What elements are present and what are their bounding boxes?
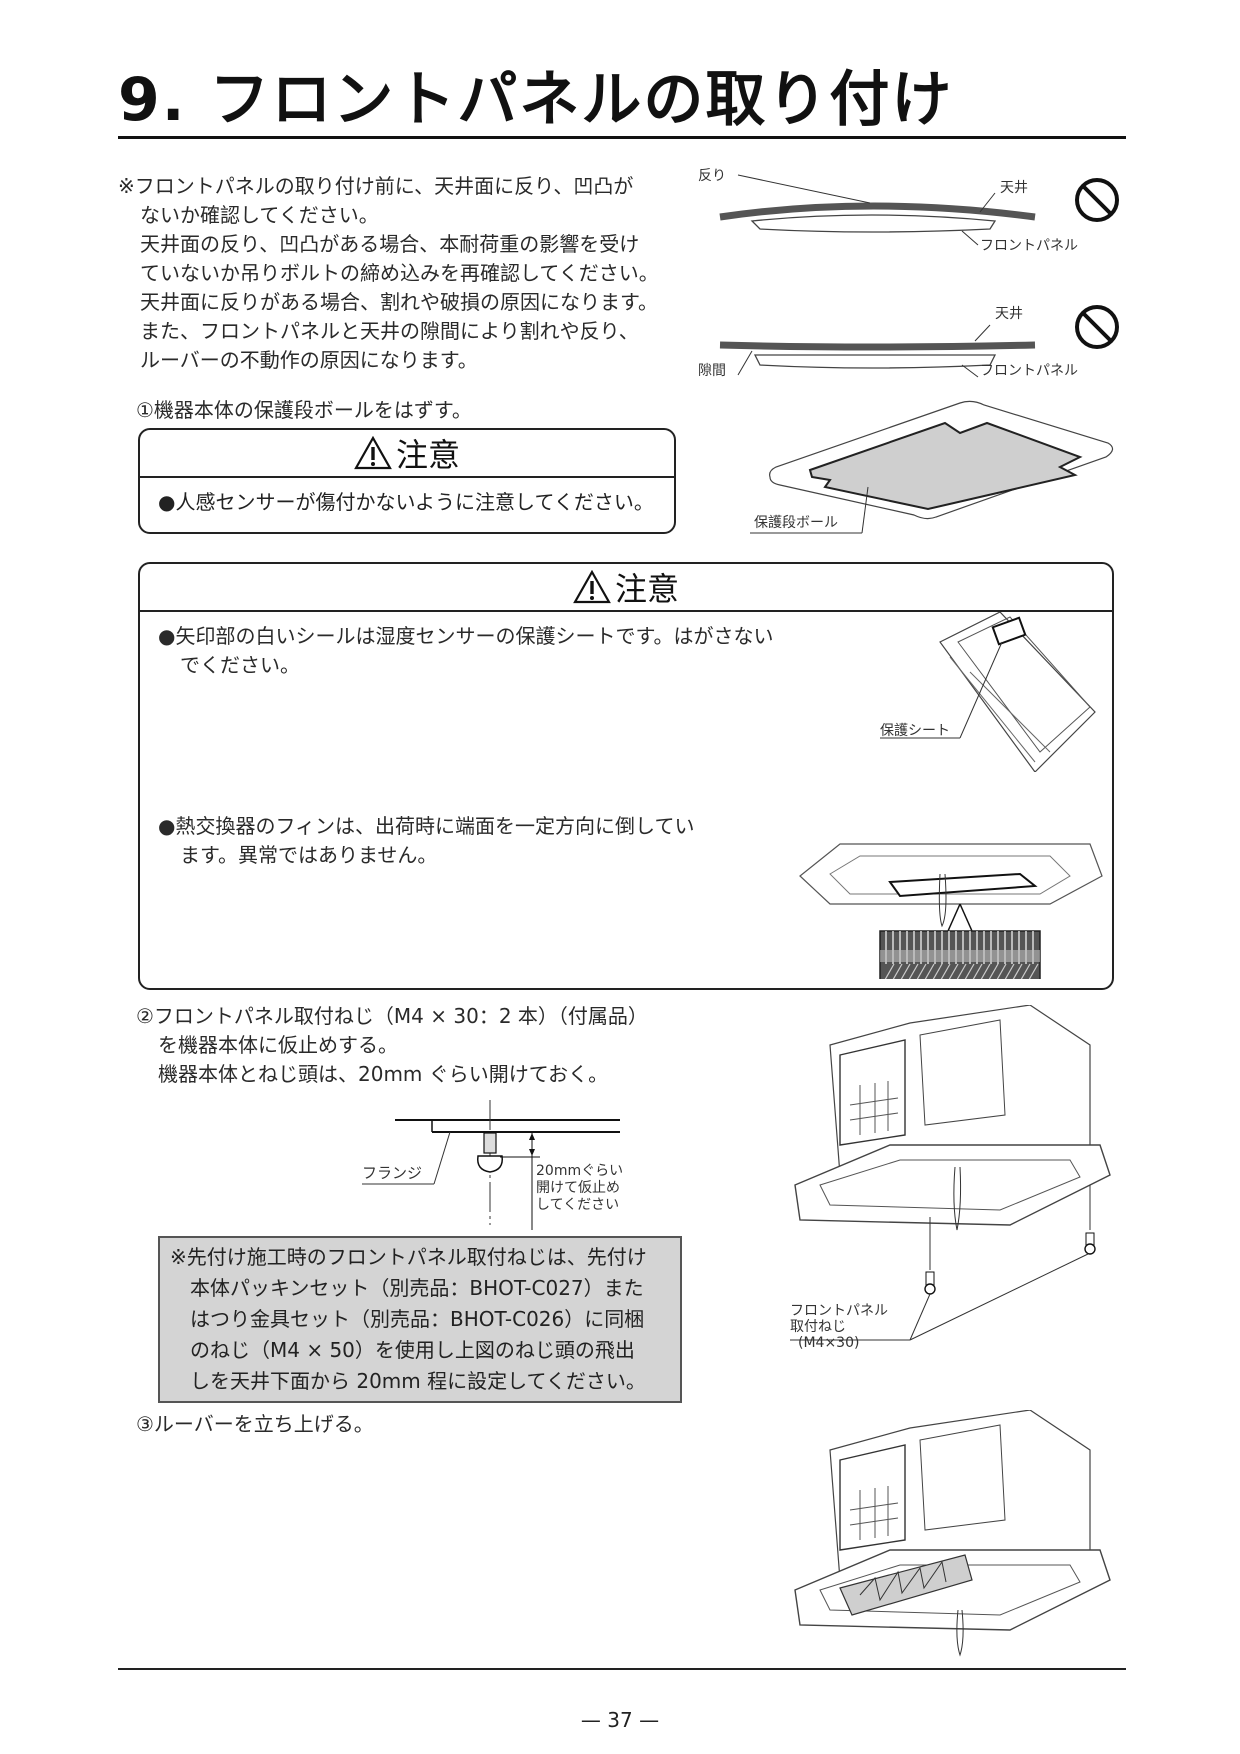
screw-gap-diagram: フランジ 20mmぐらい 開けて仮止め してください xyxy=(350,1100,650,1230)
caution-box-small: 注意 ●人感センサーが傷付かないように注意してください。 xyxy=(138,428,676,534)
caution-heading-text: 注意 xyxy=(395,436,460,474)
gap-line: 開けて仮止め xyxy=(536,1180,620,1196)
caution-line: ●熱交換器のフィンは、出荷時に端面を一定方向に倒してい xyxy=(158,814,695,838)
label-protective-cardboard: 保護段ボール xyxy=(754,515,838,531)
note-line: しを天井下面から 20mm 程に設定してください。 xyxy=(190,1369,646,1393)
caution-item-humidity-sensor: ●矢印部の白いシールは湿度センサーの保護シートです。はがさない でください。 xyxy=(158,622,773,680)
step-2-line: ②フロントパネル取付ねじ（M4 × 30：2 本）（付属品） xyxy=(136,1004,648,1028)
intro-line: ルーバーの不動作の原因になります。 xyxy=(140,348,478,372)
unit-with-screws-figure: フロントパネル 取付ねじ (M4×30) xyxy=(780,1004,1120,1351)
step-2-line: 機器本体とねじ頭は、20mm ぐらい開けておく。 xyxy=(158,1062,609,1086)
footer-divider xyxy=(118,1668,1126,1670)
label-protective-sheet: 保護シート xyxy=(880,723,950,739)
louver-raised-figure xyxy=(780,1409,1120,1660)
page-number: — 37 — xyxy=(580,1708,660,1732)
step-2-line: を機器本体に仮止めする。 xyxy=(158,1033,398,1057)
unit-screws-illustration xyxy=(790,1004,1111,1341)
caution-heading-text: 注意 xyxy=(614,570,679,608)
caution-heading: 注意 xyxy=(140,564,1112,612)
warning-triangle-icon xyxy=(354,436,392,470)
label-ceiling: 天井 xyxy=(1000,180,1028,196)
caution-item-heat-exchanger: ●熱交換器のフィンは、出荷時に端面を一定方向に倒してい ます。異常ではありません… xyxy=(158,812,694,870)
intro-line: ※フロントパネルの取り付け前に、天井面に反り、凹凸が xyxy=(118,174,634,198)
label-gap: 隙間 xyxy=(698,363,726,379)
ceiling-warp-illustration xyxy=(719,174,1119,378)
louver-illustration xyxy=(794,1409,1111,1657)
intro-paragraph: ※フロントパネルの取り付け前に、天井面に反り、凹凸が ないか確認してください。 … xyxy=(118,172,688,375)
prohibited-icon xyxy=(1075,178,1119,222)
intro-line: 天井面の反り、凹凸がある場合、本耐荷重の影響を受け xyxy=(140,232,640,256)
page-title: 9. フロントパネルの取り付け xyxy=(118,65,954,135)
note-line: はつり金具セット（別売品：BHOT-C026）に同梱 xyxy=(190,1307,645,1331)
heat-exchanger-figure xyxy=(790,804,1110,986)
label-flange: フランジ xyxy=(362,1164,423,1182)
screw-icon xyxy=(924,1271,936,1295)
step-1-text: ①機器本体の保護段ボールをはずす。 xyxy=(136,398,472,422)
screw-label-line: フロントパネル xyxy=(790,1303,888,1319)
pre-installation-note: ※先付け施工時のフロントパネル取付ねじは、先付け 本体パッキンセット（別売品：B… xyxy=(158,1236,682,1403)
label-front-panel: フロントパネル xyxy=(980,238,1078,254)
cardboard-illustration xyxy=(750,400,1114,534)
caution-line: ●矢印部の白いシールは湿度センサーの保護シートです。はがさない xyxy=(158,624,774,648)
label-front-panel: フロントパネル xyxy=(980,363,1078,379)
note-line: のねじ（M4 × 50）を使用し上図のねじ頭の飛出 xyxy=(190,1338,635,1362)
screw-gap-illustration xyxy=(362,1100,620,1230)
note-line: 本体パッキンセット（別売品：BHOT-C027）また xyxy=(190,1276,644,1300)
label-warp: 反り xyxy=(698,168,726,184)
label-ceiling: 天井 xyxy=(995,306,1023,322)
note-line: ※先付け施工時のフロントパネル取付ねじは、先付け xyxy=(170,1245,647,1269)
screw-icon xyxy=(1084,1232,1096,1255)
caution-heading: 注意 xyxy=(140,430,674,478)
warning-triangle-icon xyxy=(573,570,611,604)
caution-line: でください。 xyxy=(180,653,300,677)
ceiling-warp-figure: 反り 天井 フロントパネル 隙間 天井 フロントパネル xyxy=(690,165,1140,390)
screw-label-line: 取付ねじ xyxy=(790,1319,846,1335)
caution-box-main: 注意 ●矢印部の白いシールは湿度センサーの保護シートです。はがさない でください… xyxy=(138,562,1114,990)
sensor-unit-illustration xyxy=(880,611,1096,773)
prohibited-icon xyxy=(1075,305,1119,349)
intro-line: ないか確認してください。 xyxy=(140,203,379,227)
step-2-text: ②フロントパネル取付ねじ（M4 × 30：2 本）（付属品） を機器本体に仮止め… xyxy=(136,1002,716,1089)
intro-line: ていないか吊りボルトの締め込みを再確認してください。 xyxy=(140,261,659,285)
heat-exchanger-illustration xyxy=(799,843,1103,986)
intro-line: また、フロントパネルと天井の隙間により割れや反り、 xyxy=(140,319,639,343)
title-divider xyxy=(118,136,1126,139)
gap-line: してください xyxy=(536,1197,620,1213)
protective-sheet-figure: 保護シート xyxy=(850,611,1110,773)
gap-line: 20mmぐらい xyxy=(536,1163,624,1179)
label-gap-instruction: 20mmぐらい 開けて仮止め してください xyxy=(536,1163,623,1214)
step-3-text: ③ルーバーを立ち上げる。 xyxy=(136,1412,374,1436)
intro-line: 天井面に反りがある場合、割れや破損の原因になります。 xyxy=(140,290,658,314)
caution-item: ●人感センサーが傷付かないように注意してください。 xyxy=(158,490,654,514)
screw-label-line: (M4×30) xyxy=(798,1335,860,1351)
label-front-panel-screw: フロントパネル 取付ねじ (M4×30) xyxy=(790,1303,888,1351)
caution-line: ます。異常ではありません。 xyxy=(180,843,438,867)
protective-cardboard-figure: 保護段ボール xyxy=(750,395,1120,535)
